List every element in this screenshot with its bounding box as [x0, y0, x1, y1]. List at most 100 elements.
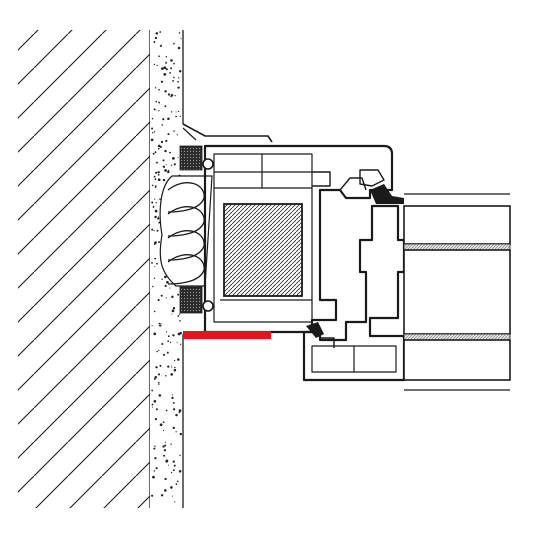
plaster-dot	[155, 171, 158, 174]
plaster-dot	[160, 494, 164, 497]
plaster-dot	[159, 324, 162, 327]
plaster-dot	[156, 64, 158, 67]
plaster-dot	[165, 139, 168, 143]
plaster-dot	[155, 32, 159, 35]
plaster-dot	[158, 322, 161, 325]
plaster-dot	[154, 209, 158, 213]
plaster-dot	[180, 343, 182, 345]
plaster-dot	[157, 373, 161, 376]
plaster-dot	[156, 350, 158, 353]
plaster-dot	[172, 157, 175, 160]
plaster-dot	[161, 44, 163, 46]
plaster-dot	[170, 471, 173, 474]
plaster-dot	[171, 396, 174, 400]
plaster-dot	[172, 460, 175, 463]
plaster-dot	[153, 447, 156, 450]
plaster-dot	[154, 418, 157, 421]
plaster-dot	[154, 445, 156, 447]
plaster-dot	[162, 165, 166, 168]
plaster-dot	[176, 480, 179, 483]
plaster-dot	[173, 42, 175, 45]
plaster-dot	[152, 285, 154, 288]
plaster-dot	[170, 443, 172, 445]
plaster-dot	[170, 111, 173, 113]
plaster-dot	[157, 147, 160, 150]
plaster-dot	[154, 87, 157, 89]
plaster-dot	[164, 444, 167, 447]
plaster-dot	[173, 359, 176, 362]
plaster-dot	[164, 149, 167, 153]
plaster-dot	[171, 313, 173, 315]
plaster-dot	[151, 403, 154, 406]
plaster-dot	[155, 161, 158, 164]
plaster-dot	[173, 62, 175, 65]
plaster-dot	[151, 261, 153, 264]
plaster-dot	[154, 457, 157, 460]
plaster-dot	[160, 80, 164, 83]
plaster-dot	[151, 201, 154, 204]
plaster-dot	[158, 89, 160, 91]
plaster-dot	[177, 80, 179, 83]
plaster-dot	[154, 376, 157, 379]
plaster-dot	[153, 63, 156, 66]
plaster-dot	[172, 334, 174, 336]
plaster-dot	[167, 335, 170, 338]
plaster-dot	[158, 394, 162, 397]
lower-seal-tape	[179, 286, 203, 314]
plaster-dot	[176, 341, 178, 343]
plaster-dot	[173, 163, 176, 166]
plaster-dot	[170, 59, 173, 62]
plaster-dot	[151, 184, 154, 187]
plaster-dot	[171, 394, 173, 396]
plaster-dot	[176, 134, 178, 136]
plaster-dot	[178, 409, 182, 412]
glazing-gasket-top	[370, 184, 404, 204]
plaster-dot	[175, 111, 177, 113]
plaster-dot	[165, 55, 168, 58]
plaster-dot	[167, 93, 171, 96]
plaster-dot	[158, 241, 161, 244]
plaster-dot	[165, 331, 168, 333]
plaster-dot	[160, 140, 164, 144]
plaster-dot	[171, 295, 174, 299]
plaster-dot	[154, 185, 157, 188]
plaster-dot	[154, 178, 157, 181]
plaster-dot	[164, 90, 167, 93]
plaster-dot	[177, 315, 180, 317]
plaster-dot	[165, 374, 167, 377]
plaster-dot	[162, 178, 166, 182]
plaster-dot	[153, 332, 157, 336]
plaster-dot	[169, 341, 172, 344]
plaster-dot	[167, 133, 170, 136]
plaster-dot	[154, 151, 157, 154]
plaster-dot	[158, 324, 161, 327]
plaster-dot	[163, 66, 167, 70]
plaster-dot	[180, 38, 182, 40]
plaster-dot	[167, 169, 170, 172]
plaster-dot	[164, 275, 167, 279]
plaster-dot	[152, 205, 155, 208]
plaster-dot	[157, 217, 160, 220]
plaster-dot	[169, 287, 171, 289]
plaster-dot	[170, 164, 173, 166]
plaster-dot	[158, 101, 161, 104]
plaster-dot	[179, 115, 181, 117]
plaster-dot	[174, 366, 176, 369]
plaster-dot	[164, 105, 167, 108]
plaster-dot	[152, 152, 155, 155]
plaster-dot	[159, 31, 162, 33]
plaster-dot	[155, 202, 158, 204]
plaster-dot	[170, 365, 172, 367]
plaster-dot	[177, 332, 181, 336]
plaster-dot	[158, 349, 160, 352]
plaster-dot	[177, 86, 180, 89]
plaster-dot	[165, 62, 167, 65]
plaster-dot	[154, 215, 157, 219]
plaster-dot	[158, 55, 160, 58]
plaster-dot	[178, 411, 181, 414]
glazing-unit	[403, 193, 511, 391]
plaster-dot	[156, 229, 159, 232]
plaster-dot	[175, 483, 178, 485]
plaster-dot	[154, 257, 157, 260]
